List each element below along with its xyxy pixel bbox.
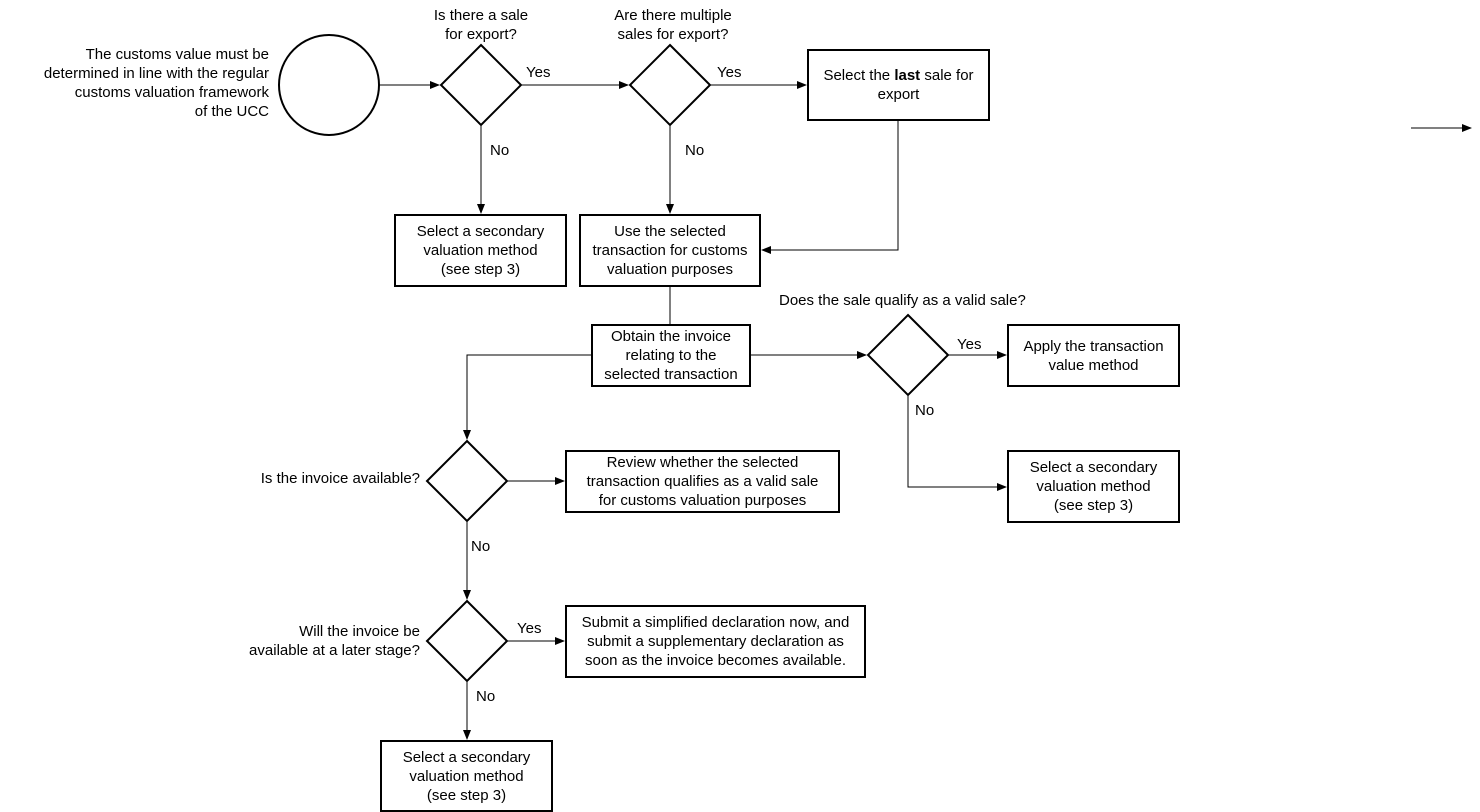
- label-yes-sale-export: Yes: [526, 64, 551, 81]
- box-use-selected-transaction: Use the selected transaction for customs…: [579, 214, 761, 287]
- decision-invoice-available: [425, 439, 509, 523]
- label-yes-invoice-later: Yes: [517, 620, 542, 637]
- connector-last-to-use: [761, 120, 899, 254]
- decision-sale-export: [439, 43, 523, 127]
- box-secondary-method-2: Select a secondary valuation method (see…: [1007, 450, 1180, 523]
- connector-valid-no: [907, 395, 1007, 491]
- label-no-valid-sale: No: [915, 402, 935, 419]
- box-review-valid-sale: Review whether the selected transaction …: [565, 450, 840, 513]
- decision-multiple-sales: [628, 43, 712, 127]
- label-no-invoice-available: No: [471, 538, 491, 555]
- box-secondary-method-1: Select a secondary valuation method (see…: [394, 214, 567, 287]
- decision-invoice-later: [425, 599, 509, 683]
- question-invoice-available: Is the invoice available?: [260, 470, 420, 487]
- label-no-invoice-later: No: [476, 688, 496, 705]
- label-no-multiple-sales: No: [685, 142, 705, 159]
- box-secondary-method-3: Select a secondary valuation method (see…: [380, 740, 553, 812]
- label-yes-valid-sale: Yes: [957, 336, 982, 353]
- question-multiple-sales: Are there multiple sales for export?: [614, 7, 732, 43]
- connector-obtain-to-invoice: [463, 354, 591, 440]
- label-no-sale-export: No: [490, 142, 510, 159]
- box-apply-transaction-value: Apply the transaction value method: [1007, 324, 1180, 387]
- question-sale-for-export: Is there a sale for export?: [433, 7, 529, 43]
- question-valid-sale: Does the sale qualify as a valid sale?: [779, 292, 1026, 309]
- box-obtain-invoice: Obtain the invoice relating to the selec…: [591, 324, 751, 387]
- label-yes-multiple-sales: Yes: [717, 64, 742, 81]
- box-simplified-declaration: Submit a simplified declaration now, and…: [565, 605, 866, 678]
- start-node: [278, 34, 380, 136]
- box-select-last-sale: Select the last sale for export: [807, 49, 990, 121]
- box-select-last-sale-text: Select the last sale for export: [823, 67, 974, 103]
- question-invoice-later: Will the invoice be available at a later…: [249, 623, 420, 659]
- decision-valid-sale: [866, 313, 950, 397]
- start-description: The customs value must be determined in …: [43, 46, 269, 120]
